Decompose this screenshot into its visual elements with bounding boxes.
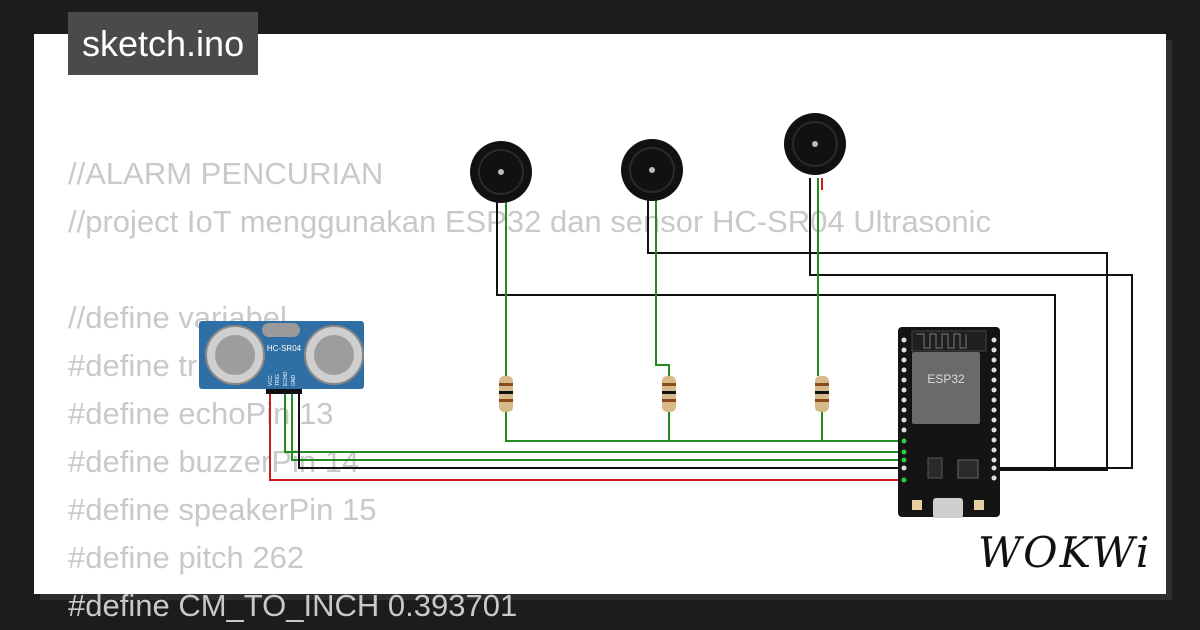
code-line: #define CM_TO_INCH 0.393701 <box>68 588 518 623</box>
buzzer-1[interactable] <box>470 141 532 203</box>
resistor-1[interactable] <box>499 376 513 412</box>
code-line: #define speakerPin 15 <box>68 492 377 527</box>
wire-green-res1[interactable] <box>505 412 904 442</box>
sensor-pin-label: VCC <box>268 375 274 386</box>
sensor-pin-label: ECHO <box>283 371 289 386</box>
board-label: ESP32 <box>927 372 965 386</box>
sensor-label: HC-SR04 <box>267 344 302 353</box>
ultrasonic-sensor[interactable]: HC-SR04 VCC TRIG ECHO GND <box>199 321 364 394</box>
wire-black-buzzer2[interactable] <box>647 190 1108 471</box>
wire-green-echo[interactable] <box>291 390 904 461</box>
sensor-pin-label: GND <box>291 375 297 387</box>
code-line: #define echoPin 13 <box>68 396 334 431</box>
wires <box>269 178 1133 481</box>
code-line: //ALARM PENCURIAN <box>68 156 384 191</box>
code-line: #define pitch 262 <box>68 540 305 575</box>
wire-black-gnd[interactable] <box>298 390 904 469</box>
resistor-3[interactable] <box>815 376 829 412</box>
wire-green-buzzer2[interactable] <box>655 190 670 376</box>
wokwi-logo: WOKWi <box>978 528 1152 577</box>
code-editor-background: //ALARM PENCURIAN //project IoT mengguna… <box>68 150 991 630</box>
wire-green-trig[interactable] <box>284 390 904 453</box>
wire-red-vcc[interactable] <box>269 390 904 481</box>
resistor-2[interactable] <box>662 376 676 412</box>
buzzer-3[interactable] <box>784 113 846 175</box>
esp32-board[interactable]: ESP32 <box>898 327 1000 518</box>
sensor-pin-label: TRIG <box>275 374 281 386</box>
wire-black-buzzer3[interactable] <box>809 178 1133 469</box>
file-tab-title[interactable]: sketch.ino <box>68 12 259 75</box>
code-line: #define buzzerPin 14 <box>68 444 360 479</box>
buzzer-2[interactable] <box>621 139 683 201</box>
